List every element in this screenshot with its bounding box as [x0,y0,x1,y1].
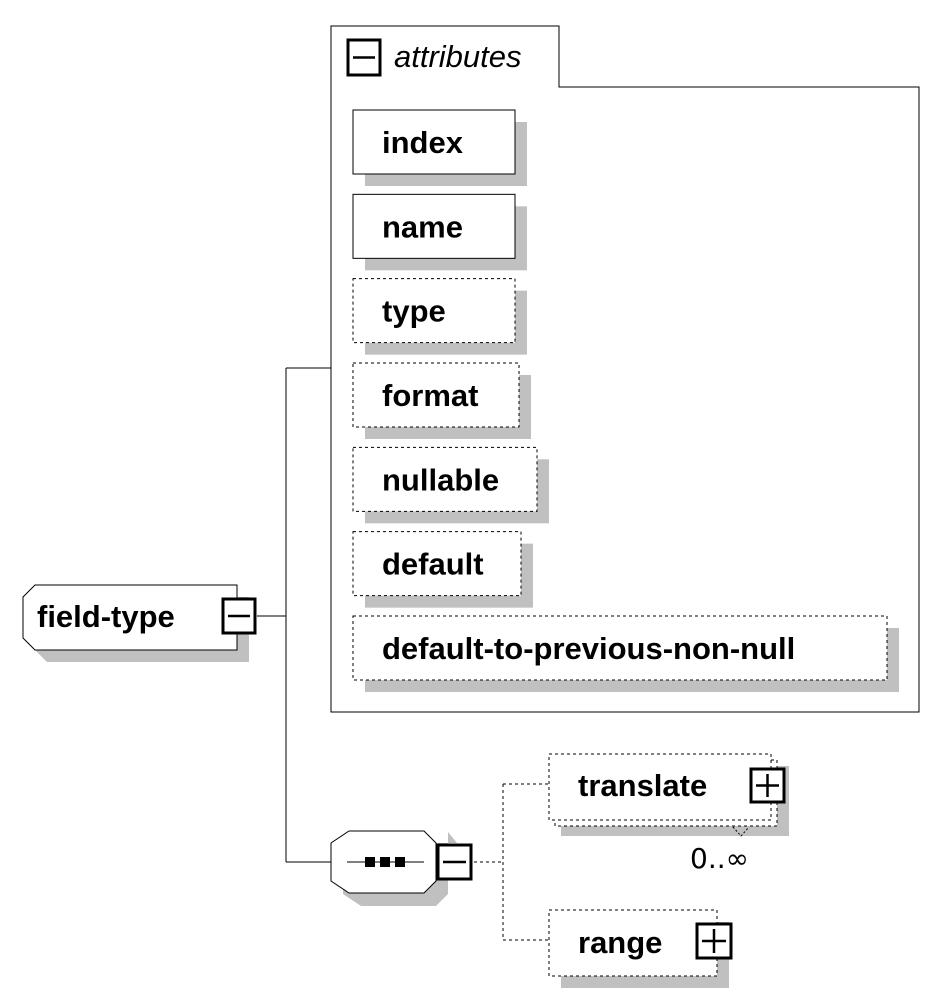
attribute-format[interactable]: format [352,362,531,439]
attribute-default-to-previous-non-null[interactable]: default-to-previous-non-null [352,615,899,692]
sequence-collapse-icon[interactable] [436,843,473,881]
attribute-name[interactable]: name [352,193,527,271]
attribute-label: default-to-previous-non-null [382,631,795,666]
root-collapse-icon[interactable] [221,597,257,635]
attribute-box [352,278,516,344]
attribute-list: index name type format nullable default defaul… [352,109,899,692]
translate-label: translate [578,768,707,803]
attribute-label: default [382,547,484,582]
range-box [548,909,718,977]
root-element-label: field-type [37,599,175,634]
translate-box [548,753,772,821]
range-label: range [578,925,662,960]
sequence-icon [347,857,424,867]
attribute-label: nullable [382,462,499,497]
root-element[interactable]: field-type [22,584,257,662]
attribute-box [352,193,516,259]
attribute-box [352,446,538,512]
attributes-collapse-icon[interactable] [346,38,382,77]
attribute-label: type [382,294,446,329]
translate-element[interactable]: translate 0..∞ [548,753,789,875]
attribute-label: format [382,378,478,413]
attribute-label: name [382,209,463,244]
attribute-box [352,109,516,175]
connector-lines [257,367,549,941]
attribute-index[interactable]: index [352,109,527,186]
sequence-compositor[interactable] [330,830,473,906]
cardinality-pointer [732,826,750,837]
attributes-group: attributes index name type format nullable de… [330,25,920,713]
attributes-title: attributes [394,39,522,74]
attribute-box [352,531,522,597]
attribute-nullable[interactable]: nullable [352,446,549,524]
attribute-default[interactable]: default [352,531,533,608]
translate-cardinality: 0..∞ [690,842,749,875]
range-element[interactable]: range [548,909,733,988]
range-expand-icon[interactable] [695,922,733,960]
attribute-label: index [382,125,464,160]
attribute-box [352,615,888,681]
root-element-box [22,584,238,651]
translate-expand-icon[interactable] [749,767,786,804]
attribute-box [352,362,520,428]
attribute-type[interactable]: type [352,278,527,355]
